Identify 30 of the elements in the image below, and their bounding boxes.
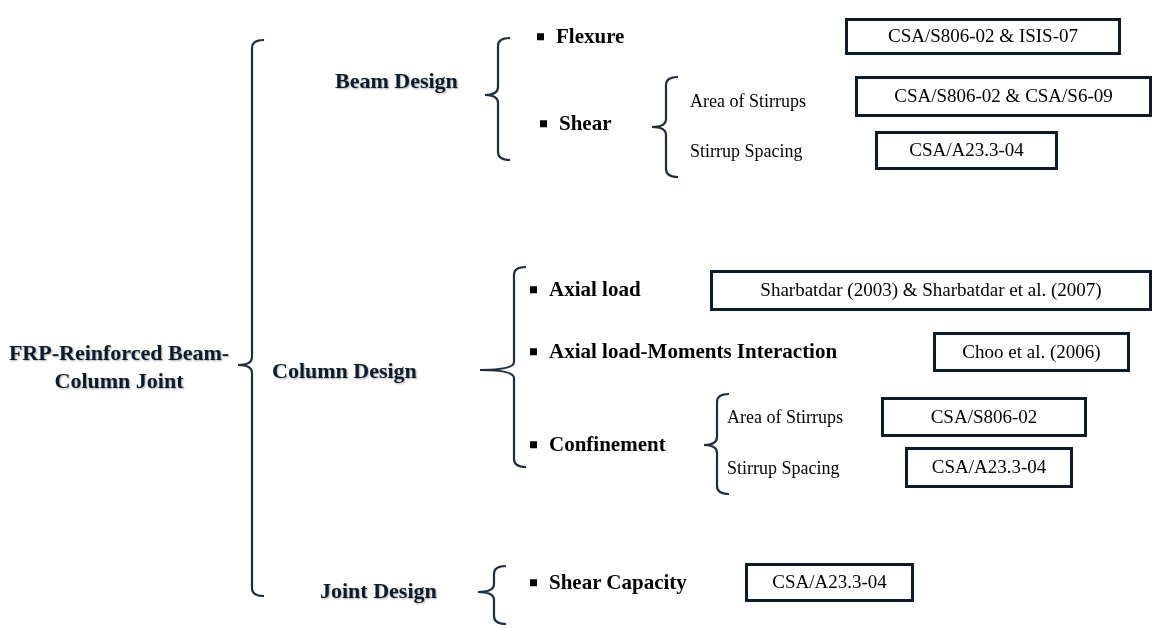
reference-box — [745, 563, 914, 602]
category-heading: Joint Design — [320, 576, 437, 605]
design-item: Shear — [559, 110, 612, 138]
reference-text: CSA/A23.3-04 — [909, 138, 1024, 163]
root-heading: FRP-Reinforced Beam-Column Joint — [8, 340, 230, 393]
reference-box — [905, 447, 1073, 488]
reference-text: CSA/S806-02 — [930, 404, 1038, 429]
reference-text: CSA/S806-02 & ISIS-07 — [888, 24, 1078, 49]
reference-text: Sharbatdar (2003) & Sharbatdar et al. (2007) — [760, 278, 1102, 303]
reference-text: CSA/A23.3-04 — [772, 570, 887, 595]
sub-item: Stirrup Spacing — [690, 139, 803, 163]
reference-box — [875, 131, 1058, 170]
design-item: Axial load — [549, 276, 641, 304]
design-item: Flexure — [556, 23, 625, 51]
reference-text: CSA/A23.3-04 — [931, 455, 1047, 480]
category-heading: Beam Design — [335, 66, 458, 95]
sub-item: Stirrup Spacing — [727, 456, 840, 480]
reference-box — [710, 270, 1152, 311]
design-item: Axial load-Moments Interaction — [549, 338, 838, 366]
sub-item: Area of Stirrups — [727, 405, 843, 429]
sub-item: Area of Stirrups — [690, 89, 806, 113]
design-item: Confinement — [549, 431, 666, 459]
design-item: Shear Capacity — [549, 569, 687, 597]
reference-box — [881, 397, 1087, 437]
reference-box — [855, 76, 1152, 117]
reference-box — [933, 332, 1130, 372]
category-heading: Column Design — [272, 356, 417, 385]
reference-text: CSA/S806-02 & CSA/S6-09 — [894, 84, 1113, 109]
reference-text: Choo et al. (2006) — [962, 339, 1101, 364]
reference-box — [845, 18, 1121, 55]
